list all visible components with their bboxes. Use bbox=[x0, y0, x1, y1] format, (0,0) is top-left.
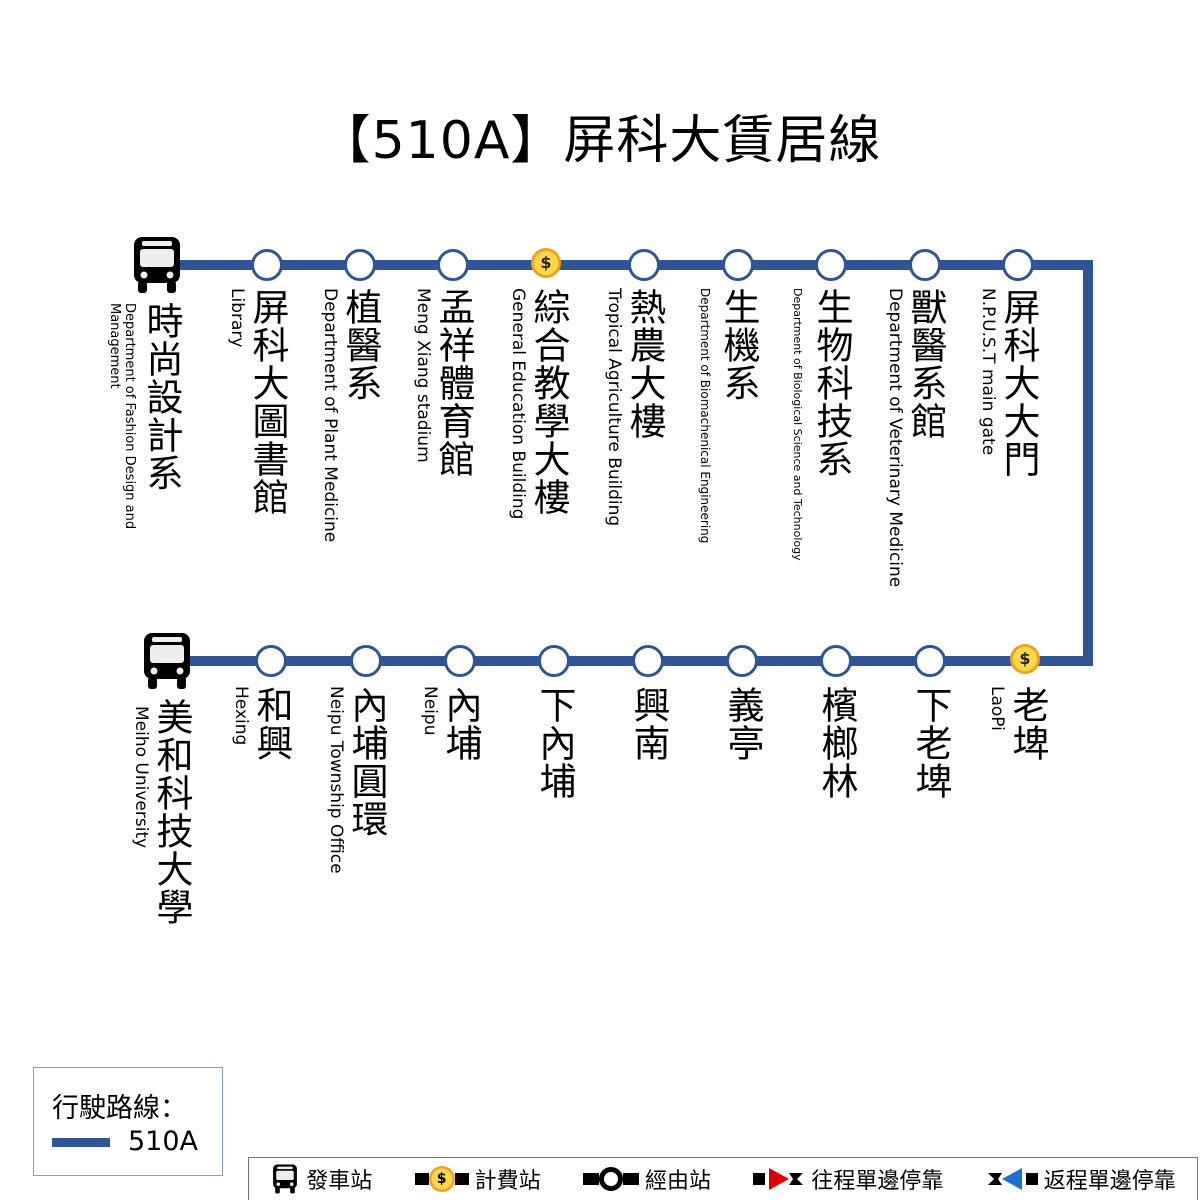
station-name-zh: 屏科大圖書館 bbox=[246, 288, 289, 516]
station-name-en: Department of Plant Medicine bbox=[320, 288, 340, 543]
route-line-top bbox=[160, 260, 1093, 270]
legend-title: 行駛路線： bbox=[52, 1093, 187, 1124]
station-name-zh: 和興 bbox=[250, 686, 293, 762]
symbol-key: 發車站 $ 計費站 經由站 往程單邊停靠 返程單邊停靠 bbox=[248, 1157, 1198, 1200]
station-name-en: Neipu bbox=[420, 686, 440, 736]
bus-icon bbox=[138, 631, 196, 691]
station-name-en: Hexing bbox=[231, 686, 251, 746]
coin-icon: $ bbox=[531, 248, 561, 278]
station-stop-marker bbox=[538, 645, 570, 677]
station-name-en: Tropical Agriculture Building bbox=[604, 288, 624, 527]
station-stop-marker bbox=[815, 249, 847, 281]
station-stop-marker bbox=[820, 645, 852, 677]
return-arrow-icon bbox=[987, 1168, 1038, 1190]
key-outbound: 往程單邊停靠 bbox=[753, 1163, 943, 1195]
station-stop-marker bbox=[437, 249, 469, 281]
station-name-zh: 熱農大樓 bbox=[623, 288, 666, 440]
station-name-en: Library bbox=[227, 288, 247, 348]
station-name-en: N.P.U.S.T main gate bbox=[978, 288, 998, 456]
key-stop-label: 經由站 bbox=[644, 1169, 711, 1194]
station-stop-marker bbox=[632, 645, 664, 677]
legend-route-label: 510A bbox=[128, 1126, 199, 1157]
route-line-bottom bbox=[165, 656, 1093, 666]
station-name-en: General Education Building bbox=[508, 288, 528, 520]
station-name-en: Department of Veterinary Medicine bbox=[885, 288, 905, 588]
key-fare-label: 計費站 bbox=[474, 1169, 541, 1194]
station-name-en: Department of Biological Science and Tec… bbox=[791, 288, 804, 561]
key-stop: 經由站 bbox=[582, 1163, 711, 1195]
station-name-zh: 生物科技系 bbox=[810, 288, 853, 478]
station-stop-marker bbox=[444, 645, 476, 677]
bus-icon bbox=[273, 1164, 298, 1194]
station-name-zh: 時尚設計系 bbox=[140, 302, 183, 492]
coin-icon: $ bbox=[1010, 644, 1040, 674]
key-return-label: 返程單邊停靠 bbox=[1043, 1169, 1176, 1194]
station-stop-marker bbox=[251, 249, 283, 281]
key-outbound-label: 往程單邊停靠 bbox=[811, 1169, 944, 1194]
bus-icon bbox=[128, 235, 186, 295]
station-name-zh: 下內埔 bbox=[533, 686, 576, 800]
station-stop-marker bbox=[628, 249, 660, 281]
station-name-en: LaoPi bbox=[987, 686, 1007, 731]
station-name-zh: 內埔圓環 bbox=[345, 686, 388, 838]
station-stop-marker bbox=[909, 249, 941, 281]
station-stop-marker bbox=[1002, 249, 1034, 281]
key-terminal: 發車站 bbox=[270, 1162, 372, 1196]
station-stop-marker bbox=[722, 249, 754, 281]
legend-route-swatch bbox=[52, 1138, 110, 1147]
station-name-zh: 興南 bbox=[627, 686, 670, 762]
station-name-en: Neipu Township Office bbox=[326, 686, 346, 874]
station-name-en: Meiho University bbox=[131, 706, 151, 849]
station-name-zh: 綜合教學大樓 bbox=[527, 288, 570, 516]
station-name-zh: 生機系 bbox=[717, 288, 760, 402]
station-name-zh: 老埤 bbox=[1006, 686, 1049, 762]
route-legend: 行駛路線： 510A bbox=[33, 1067, 223, 1176]
route-line-right bbox=[1083, 260, 1093, 666]
station-name-en: Department of Fashion Design and Managem… bbox=[107, 303, 137, 530]
station-stop-marker bbox=[350, 645, 382, 677]
key-fare: $ 計費站 bbox=[414, 1163, 541, 1195]
station-name-zh: 孟祥體育館 bbox=[432, 288, 475, 478]
station-name-zh: 內埔 bbox=[439, 686, 482, 762]
station-stop-marker bbox=[344, 249, 376, 281]
station-stop-marker bbox=[255, 645, 287, 677]
station-name-zh: 檳榔林 bbox=[815, 686, 858, 800]
stop-circle-icon bbox=[582, 1167, 639, 1191]
key-return: 返程單邊停靠 bbox=[986, 1163, 1176, 1195]
station-name-zh: 義亭 bbox=[721, 686, 764, 762]
outbound-arrow-icon bbox=[753, 1168, 804, 1190]
station-name-en: Meng Xiang stadium bbox=[413, 288, 433, 463]
station-name-zh: 獸醫系館 bbox=[904, 288, 947, 440]
page-title: 【510A】屏科大賃居線 bbox=[318, 111, 882, 171]
station-name-zh: 植醫系 bbox=[339, 288, 382, 402]
station-name-en: Department of Biomachenical Engineering bbox=[698, 288, 712, 544]
station-name-zh: 屏科大大門 bbox=[997, 288, 1040, 478]
coin-icon: $ bbox=[428, 1166, 455, 1192]
key-terminal-label: 發車站 bbox=[306, 1169, 373, 1194]
station-name-zh: 下老埤 bbox=[909, 686, 952, 800]
station-stop-marker bbox=[914, 645, 946, 677]
station-stop-marker bbox=[726, 645, 758, 677]
station-name-zh: 美和科技大學 bbox=[150, 698, 193, 926]
